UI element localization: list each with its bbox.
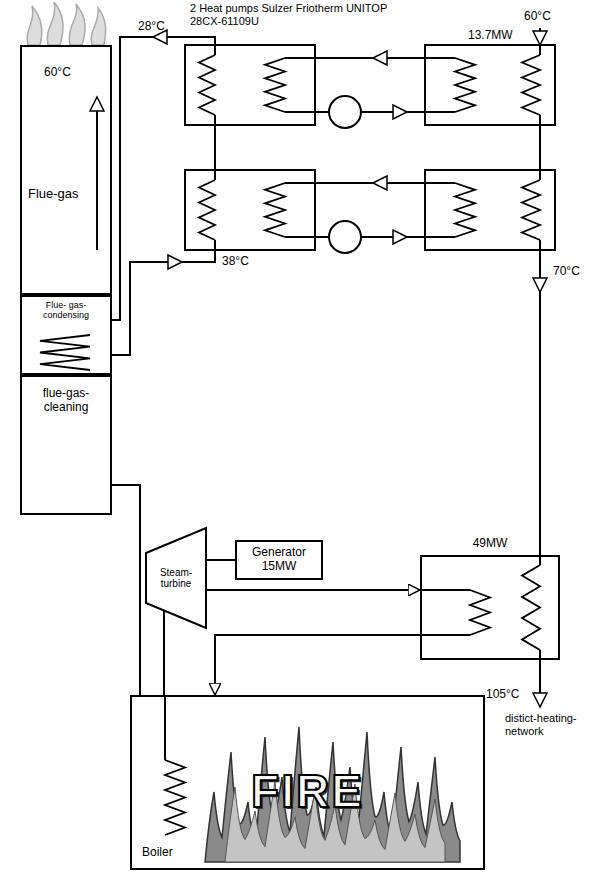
- annotation: 28°C: [138, 20, 165, 34]
- stroke: [329, 96, 361, 128]
- coil: [455, 183, 475, 237]
- coil: [522, 55, 540, 115]
- node-text: Flue-gas: [28, 187, 79, 202]
- arrow-head: [373, 176, 387, 190]
- stroke: [285, 111, 455, 113]
- turbine-shape: [146, 528, 206, 628]
- arrow-head: [90, 97, 104, 111]
- flow-arrows: [90, 30, 547, 707]
- stroke: [69, 4, 85, 45]
- pipe-connector: [206, 559, 235, 561]
- coil: [265, 58, 285, 112]
- stroke: [164, 695, 166, 760]
- arrow-head: [393, 230, 407, 244]
- node-text: flue-gas-cleaning: [26, 387, 106, 415]
- smoke: [27, 2, 105, 45]
- annotation: 60°C: [44, 66, 71, 80]
- arrow-head: [393, 105, 407, 119]
- coil: [455, 58, 475, 112]
- coil: [522, 180, 540, 240]
- coil: [470, 590, 490, 635]
- annotation: 105°C: [486, 688, 520, 702]
- pipe-connector: [215, 635, 420, 695]
- stroke: [91, 8, 105, 45]
- pipe-connector: [163, 611, 165, 696]
- annotation: 70°C: [553, 265, 580, 279]
- arrow-head: [533, 278, 547, 292]
- stroke: [420, 589, 470, 591]
- stroke: [539, 115, 541, 180]
- coil: [199, 55, 215, 115]
- arrow-head: [533, 693, 547, 707]
- coil: [199, 180, 215, 240]
- pipe-connector: [112, 485, 140, 695]
- annotation: Boiler: [142, 846, 173, 860]
- coil: [165, 760, 185, 835]
- pipe-connector: [206, 589, 420, 591]
- condenser-section: Flue- gas- condensing: [20, 295, 112, 375]
- arrow-head: [168, 255, 182, 269]
- stroke: [27, 6, 42, 45]
- annotation: 60°C: [524, 10, 551, 24]
- annotation: 2 Heat pumps Sulzer Friotherm UNITOP 28C…: [190, 2, 420, 27]
- node-text: Generator 15MW: [241, 546, 317, 574]
- pipes: [97, 28, 540, 760]
- generator-box: Generator 15MW: [235, 540, 323, 580]
- exchanger-coils: [40, 55, 540, 835]
- stroke: [96, 108, 98, 250]
- node-text: Flue- gas- condensing: [24, 300, 108, 321]
- stroke: [285, 182, 455, 184]
- stroke: [112, 240, 215, 355]
- annotation: 38°C: [222, 255, 249, 269]
- stroke: [112, 37, 215, 320]
- heat-pump-boxes: [185, 45, 555, 250]
- coil: [40, 335, 90, 370]
- arrow-head: [373, 51, 387, 65]
- node-text: Steam-turbine: [150, 567, 202, 590]
- furnace-box: FIRE: [130, 695, 485, 870]
- node-text: FIRE: [251, 765, 364, 818]
- coil: [265, 183, 285, 237]
- stroke: [214, 115, 216, 180]
- steam-turbine: Steam-turbine: [146, 528, 206, 628]
- chimney-section: Flue-gas: [20, 45, 112, 295]
- node-text: 49MW: [422, 537, 558, 551]
- cleaning-section: flue-gas-cleaning: [20, 375, 112, 515]
- stroke: [420, 634, 470, 636]
- heat-exchanger: 49MW: [420, 555, 560, 660]
- arrow-head: [533, 31, 547, 45]
- stroke: [329, 221, 361, 253]
- stroke: [47, 2, 63, 45]
- stroke: [285, 57, 455, 59]
- flames: [205, 727, 460, 862]
- stroke: [285, 236, 455, 238]
- annotation: 13.7MW: [468, 29, 513, 43]
- flame: [205, 727, 460, 862]
- compressor-symbol: [329, 96, 361, 253]
- coil: [522, 565, 540, 650]
- annotation: distict-heating-network: [505, 712, 597, 737]
